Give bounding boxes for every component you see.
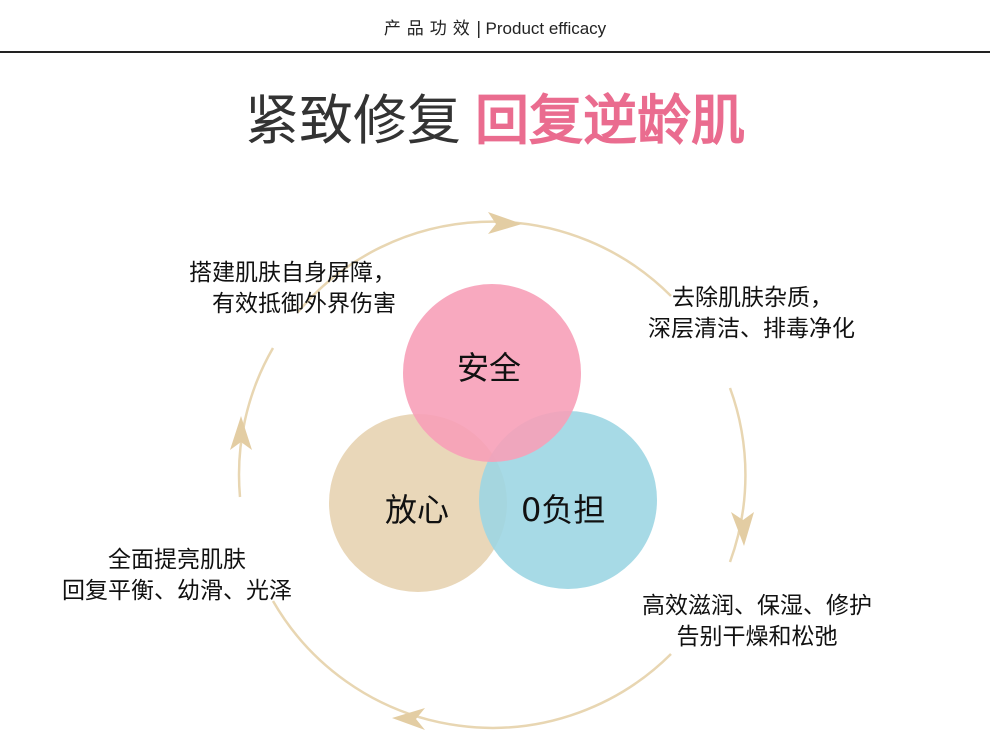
circle-label-fangxin: 放心 xyxy=(385,491,450,529)
arrow-up-icon xyxy=(230,416,252,450)
note-line: 高效滋润、保湿、修护 xyxy=(642,593,872,619)
header-separator: | xyxy=(475,19,482,39)
section-header: 产品功效|Product efficacy xyxy=(0,14,990,39)
circle-anquan xyxy=(403,284,581,462)
ring-arc-left xyxy=(237,347,275,498)
note-line: 告别干燥和松弛 xyxy=(676,624,838,650)
header-title-en: Product efficacy xyxy=(485,19,607,38)
ring-arc-right xyxy=(728,387,747,563)
circle-label-zero-burden: 0负担 xyxy=(521,491,606,529)
note-line: 深层清洁、排毒净化 xyxy=(648,316,855,342)
note-line: 有效抵御外界伤害 xyxy=(212,291,396,317)
arrow-left-icon xyxy=(392,708,425,730)
headline-part2: 回复逆龄肌 xyxy=(475,89,745,152)
note-top-right: 去除肌肤杂质， 深层清洁、排毒净化 xyxy=(648,283,855,345)
headline-part1: 紧致修复 xyxy=(245,89,461,152)
note-line: 回复平衡、幼滑、光泽 xyxy=(62,578,292,604)
note-line: 全面提亮肌肤 xyxy=(108,547,246,573)
header-divider xyxy=(0,51,990,53)
ring-arc-bottom xyxy=(271,600,672,730)
note-line: 搭建肌肤自身屏障， xyxy=(189,260,396,286)
note-top-left: 搭建肌肤自身屏障， 有效抵御外界伤害 xyxy=(189,258,396,320)
arrow-down-icon xyxy=(731,512,754,546)
note-line: 去除肌肤杂质， xyxy=(672,285,833,311)
circle-label-anquan: 安全 xyxy=(457,349,522,387)
ring-arc-top xyxy=(297,220,672,313)
note-bottom-right: 高效滋润、保湿、修护 告别干燥和松弛 xyxy=(642,591,872,653)
note-bottom-left: 全面提亮肌肤 回复平衡、幼滑、光泽 xyxy=(62,545,292,607)
arrow-right-icon xyxy=(488,212,522,234)
header-title-cn: 产品功效 xyxy=(383,19,476,39)
headline: 紧致修复回复逆龄肌 xyxy=(0,86,990,156)
